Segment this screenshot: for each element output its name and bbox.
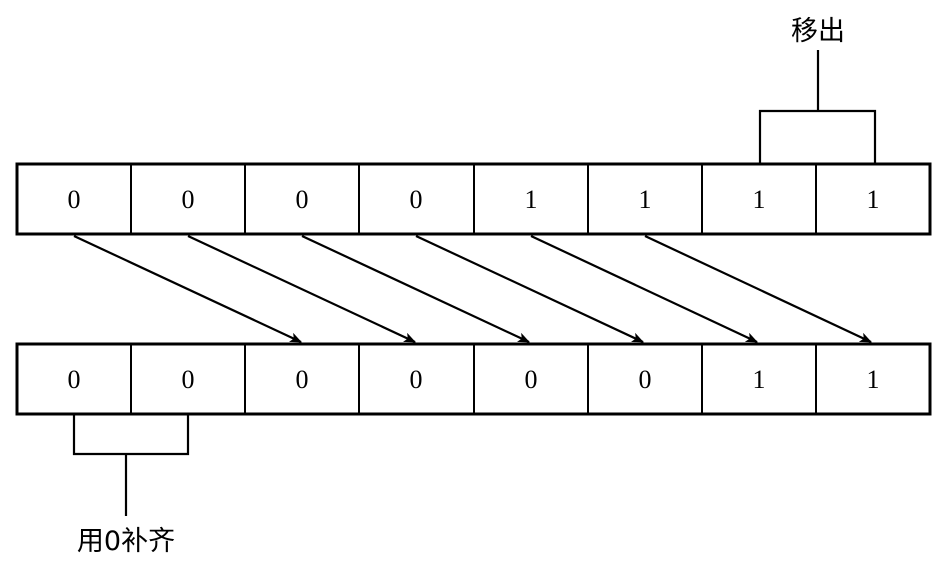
shift-arrow: [301, 235, 530, 343]
top-cell-bit: 1: [639, 185, 652, 214]
shift-out-label: 移出: [791, 16, 845, 47]
shift-arrow: [415, 235, 644, 343]
bottom-cell-bit: 0: [525, 365, 538, 394]
top-cell-bit: 1: [525, 185, 538, 214]
zero-fill-label: 用0补齐: [77, 526, 175, 557]
top-cell-bit: 1: [867, 185, 880, 214]
shift-arrows: [73, 235, 872, 343]
shift-arrow: [73, 235, 302, 343]
bottom-register: 0 0 0 0 0 0 1 1: [15, 342, 932, 416]
top-cell-bit: 0: [296, 185, 309, 214]
bottom-cell-bit: 0: [639, 365, 652, 394]
shift-out-bracket: [758, 50, 877, 163]
zero-fill-bracket: [72, 415, 190, 516]
bottom-cell-bit: 0: [182, 365, 195, 394]
bottom-cell-bit: 1: [867, 365, 880, 394]
bottom-cell-bit: 1: [753, 365, 766, 394]
top-register: 0 0 0 0 1 1 1 1: [15, 162, 932, 236]
top-cell-bit: 0: [182, 185, 195, 214]
top-cell-bit: 1: [753, 185, 766, 214]
shift-arrow: [644, 235, 872, 343]
bottom-cell-bit: 0: [410, 365, 423, 394]
shift-arrow: [187, 235, 416, 343]
bottom-cell-bit: 0: [68, 365, 81, 394]
bottom-cell-bit: 0: [296, 365, 309, 394]
shift-arrow: [530, 235, 758, 343]
top-cell-bit: 0: [68, 185, 81, 214]
top-cell-bit: 0: [410, 185, 423, 214]
